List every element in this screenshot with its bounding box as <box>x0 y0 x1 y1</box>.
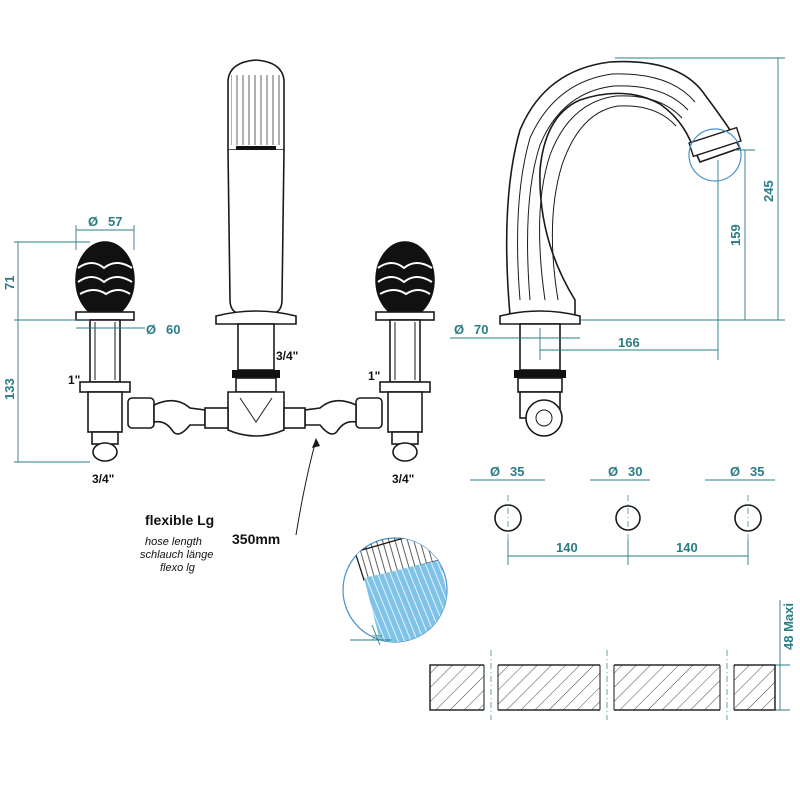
left-valve-body <box>87 391 123 433</box>
mounting-holes <box>494 495 762 545</box>
center-tee-body <box>227 391 285 437</box>
knob-diameter-label: 57 <box>108 214 122 229</box>
hole-2-diameter-label: 30 <box>628 464 642 479</box>
right-handle-assembly <box>375 241 435 462</box>
deck-section <box>429 650 776 720</box>
hose-length-value: 350mm <box>232 531 280 547</box>
hole-3-diameter-symbol: Ø <box>730 464 740 479</box>
left-inlet-nut <box>92 442 118 462</box>
right-inlet-thread-label: 3/4" <box>392 472 414 486</box>
right-valve-body <box>387 391 423 433</box>
left-flange <box>75 311 135 321</box>
dimension-lines <box>14 57 790 711</box>
knob-diameter-symbol: Ø <box>88 214 98 229</box>
side-base-flange <box>499 310 581 325</box>
flange-diameter-label: 60 <box>166 322 180 337</box>
hose-leader-line <box>295 439 317 536</box>
left-handle-assembly <box>75 241 135 462</box>
spout-diameter-label: 70 <box>474 322 488 337</box>
hole-spacing-1-label: 140 <box>556 540 578 555</box>
deck-thickness-label: 48 Maxi <box>781 603 796 650</box>
spout-outlet-height-label: 159 <box>728 224 743 246</box>
spout-total-height-label: 245 <box>761 180 776 202</box>
aerator-zoom-detail <box>342 537 448 646</box>
body-height-label: 133 <box>2 378 17 400</box>
hole-2-diameter-symbol: Ø <box>608 464 618 479</box>
right-flange <box>375 311 435 321</box>
aerator-detail-marker <box>688 128 742 182</box>
spout-base-flange <box>215 310 297 325</box>
spout-diameter-symbol: Ø <box>454 322 464 337</box>
hole-1-diameter-symbol: Ø <box>490 464 500 479</box>
aerator-angle-label: 22° <box>372 634 383 642</box>
connector-pipes <box>127 397 383 435</box>
spout-side-view <box>499 60 742 437</box>
hose-note: flexible Lg hose length schlauch länge f… <box>140 512 280 574</box>
right-thread-1-label: 1" <box>368 369 380 383</box>
center-thread-label: 3/4" <box>276 349 298 363</box>
hose-line-en: hose length <box>145 536 202 548</box>
spout-reach-label: 166 <box>618 335 640 350</box>
hose-line-de: schlauch länge <box>140 549 213 561</box>
hole-1-diameter-label: 35 <box>510 464 524 479</box>
left-inlet-thread-label: 3/4" <box>92 472 114 486</box>
knob-height-label: 71 <box>2 276 17 290</box>
hole-3-diameter-label: 35 <box>750 464 764 479</box>
center-spout-front <box>215 59 297 437</box>
right-inlet-nut <box>392 442 418 462</box>
hose-line-es: flexo lg <box>160 562 196 574</box>
flange-diameter-symbol: Ø <box>146 322 156 337</box>
hose-title: flexible Lg <box>145 512 214 528</box>
side-valve-knob <box>525 399 563 437</box>
dimension-labels: Ø 57 Ø 60 71 133 1" 1" 3/4" 3/4" 3/4" Ø … <box>2 180 796 650</box>
left-thread-1-label: 1" <box>68 373 80 387</box>
hole-spacing-2-label: 140 <box>676 540 698 555</box>
